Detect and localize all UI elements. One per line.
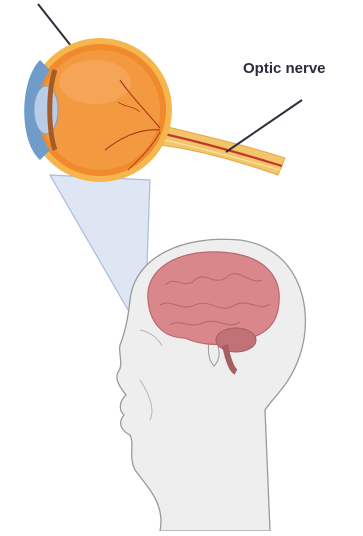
- optic-nerve-leader-line: [226, 100, 302, 152]
- cornea-and-lens: [24, 60, 58, 160]
- optic-nerve-sheath: [160, 125, 285, 175]
- optic-nerve-label: Optic nerve: [243, 60, 326, 77]
